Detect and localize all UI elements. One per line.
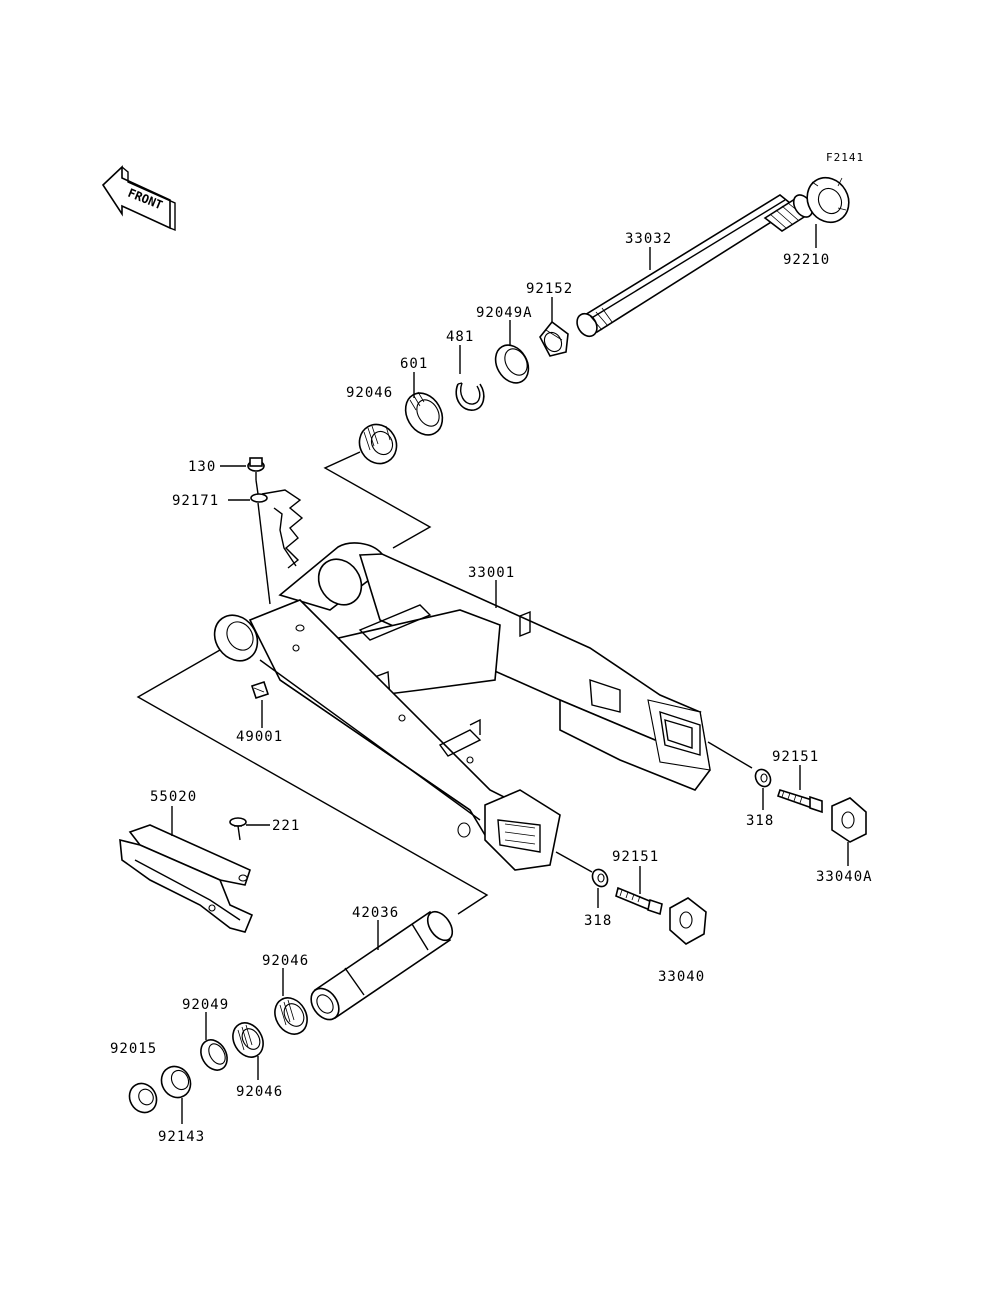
label-33040: 33040 [658,969,705,985]
seal-92049 [200,1039,228,1071]
nut-92015 [128,1082,158,1114]
bolt-92151-right [776,789,823,814]
label-92046-top: 92046 [346,385,393,401]
adjuster-33040A [831,797,867,843]
needle-bearing-92046-low [232,1022,264,1058]
sleeve-42036 [310,910,454,1021]
label-92171: 92171 [172,493,219,509]
needle-bearing-92046-mid [274,997,308,1035]
seal-92049A [494,344,530,384]
label-92151-right: 92151 [772,749,819,765]
label-33040A: 33040A [816,869,873,885]
label-92152: 92152 [526,281,573,297]
pivot-shaft-33032 [576,194,814,338]
nut-318-right [754,768,772,788]
label-33001: 33001 [468,565,515,581]
label-92046-mid: 92046 [262,953,309,969]
figure-id: F2141 [826,151,864,164]
label-92151-mid: 92151 [612,849,659,865]
adjuster-33040 [669,897,707,945]
label-33032: 33032 [625,231,672,247]
plug-49001 [250,680,270,700]
bolt-92151-mid [615,886,663,916]
label-49001: 49001 [236,729,283,745]
screw-221 [229,817,247,841]
nut-318-mid [591,868,609,888]
label-92046-low: 92046 [236,1084,283,1100]
nut-92210 [806,176,850,224]
label-42036: 42036 [352,905,399,921]
label-221: 221 [272,818,300,834]
clamp-92171 [250,489,304,569]
label-318-mid: 318 [584,913,612,929]
label-92049: 92049 [182,997,229,1013]
collar-92143 [160,1065,192,1099]
swingarm-33001 [213,542,711,871]
chain-guide-55020 [119,824,254,933]
label-92015: 92015 [110,1041,157,1057]
label-601: 601 [400,356,428,372]
label-92210: 92210 [783,252,830,268]
label-55020: 55020 [150,789,197,805]
cover-92152 [539,320,569,357]
label-92049A: 92049A [476,305,533,321]
label-130: 130 [188,459,216,475]
bearing-601 [404,391,444,436]
label-318-right: 318 [746,813,774,829]
front-arrow-icon: FRONT [101,165,176,232]
label-481: 481 [446,329,474,345]
bolt-130 [247,457,265,480]
needle-bearing-92046-top [358,423,398,465]
label-92143: 92143 [158,1129,205,1145]
circlip-481 [455,382,485,411]
